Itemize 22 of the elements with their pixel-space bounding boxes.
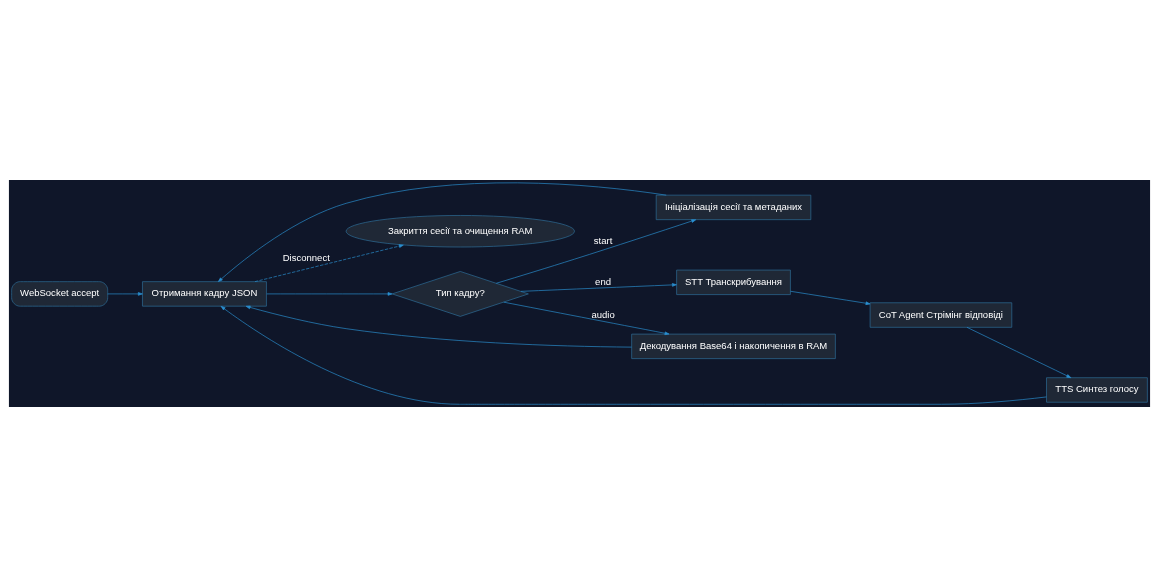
arrow xyxy=(790,290,871,305)
arrow xyxy=(966,326,1072,378)
node-box: TTS Синтез голосу xyxy=(1046,376,1148,403)
arrow xyxy=(503,301,670,335)
edge-label: end xyxy=(595,275,612,287)
arrow xyxy=(218,182,667,282)
arrow xyxy=(245,305,632,347)
arrow xyxy=(495,218,697,284)
arrow xyxy=(520,282,677,292)
node-box: Отримання кадру JSON xyxy=(142,280,267,306)
node-box: WebSocket accept xyxy=(11,280,109,306)
edge-label: Disconnect xyxy=(282,251,330,263)
edge-label: start xyxy=(593,234,613,246)
arrow xyxy=(107,291,143,296)
arrow xyxy=(266,291,393,296)
arrow xyxy=(220,305,1047,405)
node-box: CoT Agent Стрімінг відповіді xyxy=(869,301,1013,328)
edge-label: audio xyxy=(591,308,615,320)
arrow xyxy=(254,243,404,282)
node-diamond: Тип кадру? xyxy=(391,270,529,317)
node-box: Ініціалізація сесії та метаданих xyxy=(655,194,812,220)
node-box: STT Транскрибування xyxy=(676,269,791,295)
